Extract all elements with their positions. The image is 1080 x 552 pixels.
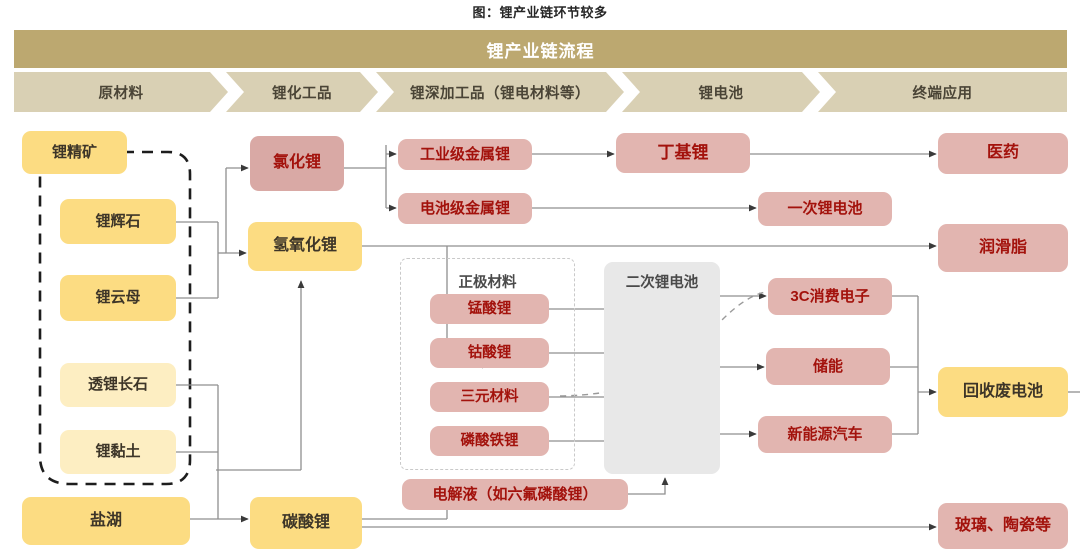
node-lithium-clay[interactable]: 锂黏土 (60, 430, 176, 474)
stage-lithium-battery[interactable]: 锂电池 (622, 72, 820, 112)
node-industrial-grade-lithium-metal[interactable]: 工业级金属锂 (398, 139, 532, 170)
node-petalite[interactable]: 透锂长石 (60, 363, 176, 407)
banner-title: 锂产业链流程 (486, 41, 595, 61)
node-lepidolite[interactable]: 锂云母 (60, 275, 176, 321)
stage-lithium-chemicals[interactable]: 锂化工品 (226, 72, 378, 112)
group-secondary-lithium-battery-label: 二次锂电池 (625, 275, 699, 291)
stage-raw-materials[interactable]: 原材料 (14, 72, 228, 112)
node-lithium-carbonate[interactable]: 碳酸锂 (250, 497, 362, 549)
node-lithium-manganate[interactable]: 锰酸锂 (430, 294, 549, 324)
banner: 锂产业链流程 (14, 30, 1067, 68)
node-lithium-iron-phosphate[interactable]: 磷酸铁锂 (430, 426, 549, 456)
stage-bar: 原材料 锂化工品 锂深加工品（锂电材料等） 锂电池 终端应用 (14, 72, 1067, 112)
node-lubricating-grease[interactable]: 润滑脂 (938, 224, 1068, 272)
node-battery-grade-lithium-metal[interactable]: 电池级金属锂 (398, 193, 532, 224)
node-pharmaceutical[interactable]: 医药 (938, 133, 1068, 174)
node-butyllithium[interactable]: 丁基锂 (616, 133, 750, 173)
stage-end-applications[interactable]: 终端应用 (818, 72, 1067, 112)
node-lithium-chloride[interactable]: 氯化锂 (250, 136, 344, 191)
group-cathode-materials-label: 正极材料 (458, 275, 517, 291)
node-battery-recycling[interactable]: 回收废电池 (938, 367, 1068, 417)
node-electrolyte[interactable]: 电解液（如六氟磷酸锂） (402, 479, 628, 510)
node-lithium-hydroxide[interactable]: 氢氧化锂 (248, 222, 362, 271)
node-energy-storage[interactable]: 储能 (766, 348, 890, 385)
figure-caption: 图：锂产业链环节较多 (472, 5, 608, 20)
node-lithium-cobaltate[interactable]: 钴酸锂 (430, 338, 549, 368)
node-3c-consumer-electronics[interactable]: 3C消费电子 (768, 278, 892, 315)
stage-deep-processing[interactable]: 锂深加工品（锂电材料等） (376, 72, 624, 112)
node-glass-ceramics[interactable]: 玻璃、陶瓷等 (938, 503, 1068, 549)
node-primary-lithium-battery[interactable]: 一次锂电池 (758, 192, 892, 226)
node-spodumene[interactable]: 锂辉石 (60, 199, 176, 244)
group-cathode-materials (400, 258, 575, 470)
node-salt-lake[interactable]: 盐湖 (22, 497, 190, 545)
node-ore-concentrate[interactable]: 锂精矿 (22, 131, 127, 174)
node-ternary-material[interactable]: 三元材料 (430, 382, 549, 412)
group-secondary-lithium-battery (604, 262, 720, 474)
node-new-energy-vehicle[interactable]: 新能源汽车 (758, 416, 892, 453)
